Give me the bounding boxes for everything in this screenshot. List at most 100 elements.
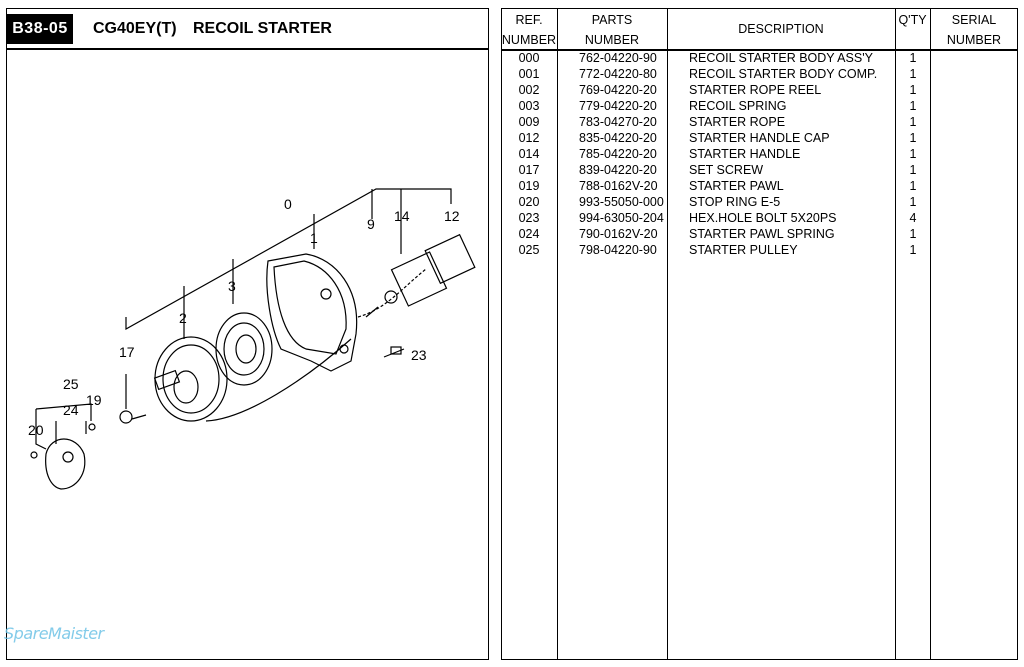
table-row: 014 785-04220-20 STARTER HANDLE 1 (501, 146, 1018, 162)
part-number: 785-04220-20 (579, 147, 657, 161)
col-divider-parts (667, 8, 668, 660)
part-number: 762-04220-90 (579, 51, 657, 65)
ref-number: 024 (518, 227, 540, 241)
part-description: RECOIL SPRING (689, 99, 787, 113)
callout-23: 23 (411, 347, 427, 363)
col-divider-desc (895, 8, 896, 660)
page-code-badge: B38-05 (7, 14, 73, 44)
part-number: 788-0162V-20 (579, 179, 658, 193)
part-description: STARTER PAWL (689, 179, 784, 193)
part-description: STARTER ROPE REEL (689, 83, 822, 97)
callout-20: 20 (28, 422, 44, 438)
quantity: 1 (909, 99, 917, 113)
header-serial-line2: NUMBER (946, 33, 1002, 47)
table-row: 023 994-63050-204 HEX.HOLE BOLT 5X20PS 4 (501, 210, 1018, 226)
ref-number: 009 (518, 115, 540, 129)
table-row: 017 839-04220-20 SET SCREW 1 (501, 162, 1018, 178)
header-description: DESCRIPTION (738, 22, 824, 36)
callout-24: 24 (63, 402, 79, 418)
ref-number: 001 (518, 67, 540, 81)
assembly-bracket-line (125, 188, 452, 331)
ref-number: 012 (518, 131, 540, 145)
ref-number: 003 (518, 99, 540, 113)
part-number: 994-63050-204 (579, 211, 664, 225)
part-description: SET SCREW (689, 163, 764, 177)
header-ref-line1: REF. (515, 13, 543, 27)
handle-cap-shape (424, 233, 476, 285)
ref-number: 019 (518, 179, 540, 193)
callout-17: 17 (119, 344, 135, 360)
callout-0: 0 (284, 196, 292, 212)
header-parts-line1: PARTS (591, 13, 633, 27)
part-description: STARTER ROPE (689, 115, 786, 129)
header-divider (501, 49, 1018, 51)
quantity: 1 (909, 227, 917, 241)
quantity: 1 (909, 115, 917, 129)
quantity: 1 (909, 243, 917, 257)
quantity: 1 (909, 147, 917, 161)
starter-pulley-shape (45, 438, 86, 490)
header-parts-line2: NUMBER (584, 33, 640, 47)
part-description: RECOIL STARTER BODY COMP. (689, 67, 878, 81)
table-row: 012 835-04220-20 STARTER HANDLE CAP 1 (501, 130, 1018, 146)
ref-number: 017 (518, 163, 540, 177)
section-title: RECOIL STARTER (193, 20, 332, 37)
callout-9: 9 (367, 216, 375, 232)
set-screw-shape (119, 410, 133, 424)
table-row: 001 772-04220-80 RECOIL STARTER BODY COMP.… (501, 66, 1018, 82)
table-row: 009 783-04270-20 STARTER ROPE 1 (501, 114, 1018, 130)
table-row: 003 779-04220-20 RECOIL SPRING 1 (501, 98, 1018, 114)
quantity: 1 (909, 195, 917, 209)
quantity: 1 (909, 131, 917, 145)
callout-3: 3 (228, 278, 236, 294)
recoil-body-shape (266, 253, 358, 372)
quantity: 1 (909, 179, 917, 193)
ref-number: 002 (518, 83, 540, 97)
part-number: 769-04220-20 (579, 83, 657, 97)
part-number: 779-04220-20 (579, 99, 657, 113)
part-number: 783-04270-20 (579, 115, 657, 129)
part-number: 839-04220-20 (579, 163, 657, 177)
part-description: STARTER HANDLE CAP (689, 131, 830, 145)
callout-12: 12 (444, 208, 460, 224)
part-description: RECOIL STARTER BODY ASS'Y (689, 51, 873, 65)
diagram-panel (6, 8, 489, 660)
part-description: HEX.HOLE BOLT 5X20PS (689, 211, 837, 225)
header-serial-line1: SERIAL (951, 13, 997, 27)
quantity: 1 (909, 163, 917, 177)
ref-number: 014 (518, 147, 540, 161)
callout-19: 19 (86, 392, 102, 408)
part-number: 993-55050-000 (579, 195, 664, 209)
ref-number: 020 (518, 195, 540, 209)
part-number: 798-04220-90 (579, 243, 657, 257)
ref-number: 025 (518, 243, 540, 257)
ref-number: 023 (518, 211, 540, 225)
quantity: 1 (909, 67, 917, 81)
header-ref-line2: NUMBER (501, 33, 557, 47)
header-qty: Q'TY (898, 13, 927, 27)
callout-14: 14 (394, 208, 410, 224)
table-row: 025 798-04220-90 STARTER PULLEY 1 (501, 242, 1018, 258)
col-divider-ref (557, 8, 558, 660)
part-description: STARTER PULLEY (689, 243, 798, 257)
parts-table (501, 8, 1018, 660)
watermark-logo: SpareMaister (4, 624, 104, 643)
callout-2: 2 (179, 310, 187, 326)
quantity: 1 (909, 51, 917, 65)
part-description: STARTER HANDLE (689, 147, 801, 161)
model-name: CG40EY(T) (93, 20, 177, 37)
part-number: 835-04220-20 (579, 131, 657, 145)
rope-reel-shape (154, 336, 228, 422)
starter-handle-shape (390, 251, 448, 307)
part-description: STARTER PAWL SPRING (689, 227, 835, 241)
callout-1: 1 (310, 230, 318, 246)
part-number: 772-04220-80 (579, 67, 657, 81)
callout-25: 25 (63, 376, 79, 392)
quantity: 4 (909, 211, 917, 225)
col-divider-qty (930, 8, 931, 660)
table-row: 019 788-0162V-20 STARTER PAWL 1 (501, 178, 1018, 194)
